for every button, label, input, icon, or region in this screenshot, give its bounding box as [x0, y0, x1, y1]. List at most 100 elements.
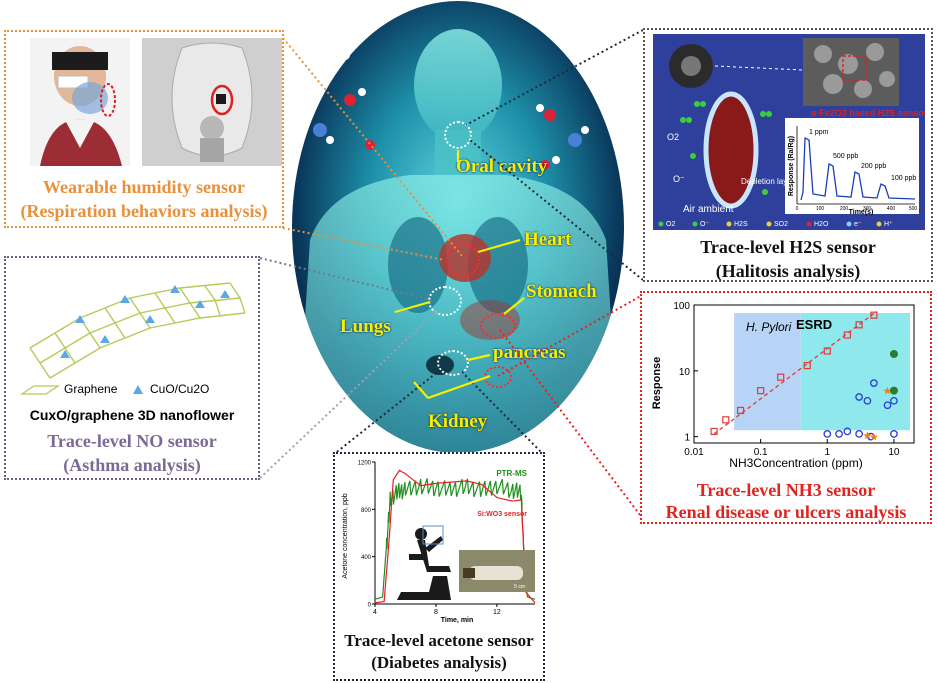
graphene-nanoflower-illustration: [29, 282, 246, 379]
plot-frame: [693, 304, 915, 444]
x-tick-label: 4: [373, 609, 377, 616]
no-material-label: CuxO/graphene 3D nanoflower: [29, 407, 235, 423]
oral-cavity-marker: [444, 121, 472, 149]
acetone-subtitle: (Diabetes analysis): [371, 653, 507, 672]
heart-marker: [446, 243, 480, 277]
data-point-circle: [835, 430, 843, 438]
h2s-legend-item: O2: [666, 221, 675, 228]
h2s-title: Trace-level H2S sensor: [700, 237, 876, 257]
data-point-circle: [843, 427, 852, 436]
acetone-legend-sensor: Si:WO3 sensor: [477, 511, 527, 518]
x-tick-label: 12: [493, 609, 501, 616]
y-tick-label: 400: [361, 555, 372, 561]
h2s-subtitle: (Halitosis analysis): [715, 261, 861, 281]
data-point-star: [863, 431, 872, 440]
data-point-filled: [889, 350, 898, 359]
x-tick-label: 8: [434, 609, 438, 616]
x-tick-label: 0.1: [754, 447, 768, 458]
data-point-circle: [863, 396, 872, 405]
h2s-legend-item: H⁺: [884, 221, 893, 228]
humidity-subtitle: (Respiration behaviors analysis): [20, 201, 268, 221]
heart-label: Heart: [524, 229, 572, 250]
data-point-circle: [890, 396, 898, 405]
nh3-region1-label: H. Pylori: [746, 320, 792, 334]
data-point-star: [869, 432, 878, 441]
y-tick-label: 800: [361, 508, 372, 514]
humidity-title: Wearable humidity sensor: [42, 177, 245, 197]
nh3-region2-label: ESRD: [796, 317, 832, 332]
no-subtitle: (Asthma analysis): [63, 455, 201, 475]
h2s-depletion-label: Depletion layer: [741, 177, 795, 186]
data-point-square: [855, 321, 863, 329]
data-point-star: [883, 386, 892, 395]
data-point-circle: [890, 430, 898, 438]
graphene-legend-label: Graphene: [64, 382, 118, 396]
data-point-circle: [855, 430, 863, 438]
h2s-ominus-label: O⁻: [673, 174, 685, 184]
series-line: [374, 469, 536, 604]
h2s-xtick: 300: [863, 206, 872, 212]
no-panel: Graphene CuO/Cu2O CuxO/graphene 3D nanof…: [4, 256, 260, 480]
data-point-square: [736, 406, 745, 415]
nh3-subtitle: Renal disease or ulcers analysis: [665, 502, 907, 522]
h2s-peak-label: 1 ppm: [809, 129, 829, 136]
y-tick-label: 0: [368, 603, 372, 609]
cuo-legend-label: CuO/Cu2O: [150, 382, 210, 396]
h2s-xtick: 200: [840, 206, 849, 212]
h2s-legend-item: O⁻: [700, 221, 709, 228]
data-point-square: [757, 387, 765, 395]
acetone-panel: 4 8 12 0 400 800 1200 Acetone concentration, p…: [333, 452, 545, 681]
esrd-region: [800, 313, 910, 431]
y-tick-label: 1: [684, 433, 690, 444]
h2s-air-label: Air ambient: [683, 204, 734, 215]
h2s-inset-caption: α-Fe2O3 based H2S sensor: [811, 108, 925, 118]
acetone-chart: 4 8 12 0 400 800 1200 Acetone concentration, p…: [342, 461, 536, 624]
acetone-legend-ptrms: PTR-MS: [496, 469, 527, 478]
data-point-circle: [870, 379, 878, 387]
h2s-peak-label: 100 ppb: [891, 175, 916, 182]
nh3-ylabel: Response: [651, 357, 663, 410]
graphene-legend-icon: [20, 385, 60, 395]
h2s-legend-item: e⁻: [854, 221, 862, 228]
y-tick-label: 10: [679, 367, 691, 378]
acetone-xlabel: Time, min: [441, 617, 474, 624]
x-tick-label: 1: [825, 447, 831, 458]
humidity-panel: Wearable humidity sensor (Respiration be…: [4, 30, 284, 228]
pancreas-marker: [437, 350, 469, 376]
kidney-label: Kidney: [428, 411, 488, 432]
lungs-marker: [428, 286, 462, 316]
h2s-o2-label: O2: [667, 132, 679, 142]
x-tick-label: 10: [888, 447, 900, 458]
pancreas-label: pancreas: [493, 342, 566, 363]
h2s-xtick: 500: [909, 206, 918, 212]
h2s-legend-item: H2O: [814, 221, 829, 228]
nh3-title: Trace-level NH3 sensor: [696, 480, 876, 500]
lungs-label: Lungs: [340, 316, 391, 337]
data-point-circle: [883, 401, 892, 410]
h2s-panel: α-Fe2O3 based H2S sensor O2 O⁻ Depletion…: [643, 28, 933, 282]
h2s-legend-item: SO2: [774, 221, 788, 228]
h2s-xtick: 0: [796, 206, 799, 212]
stomach-label: Stomach: [526, 281, 597, 302]
h2s-mechanism-figure: α-Fe2O3 based H2S sensor O2 O⁻ Depletion…: [653, 34, 925, 230]
acetone-ylabel: Acetone concentration, ppb: [342, 493, 349, 578]
no-title: Trace-level NO sensor: [47, 431, 217, 451]
person-mask-photo: [30, 38, 130, 166]
data-point-circle: [823, 430, 832, 438]
mask-sensor-photo: [142, 38, 282, 166]
h2s-chart-xlabel: Time(s): [849, 209, 874, 216]
y-tick-label: 1200: [358, 461, 372, 467]
h2s-xtick: 400: [887, 206, 896, 212]
exercise-bike-icon: [397, 528, 451, 600]
device-scale-label: 5 cm: [514, 584, 525, 590]
h2s-chart-ylabel: Response (Ra/Rg): [788, 136, 795, 196]
nh3-xlabel: NH3Concentration (ppm): [729, 456, 862, 470]
h2s-xtick: 100: [816, 206, 825, 212]
x-tick-label: 0.01: [684, 447, 704, 458]
data-point-circle: [855, 393, 863, 401]
h2s-legend-item: H2S: [734, 221, 748, 228]
data-point-square: [777, 373, 785, 381]
